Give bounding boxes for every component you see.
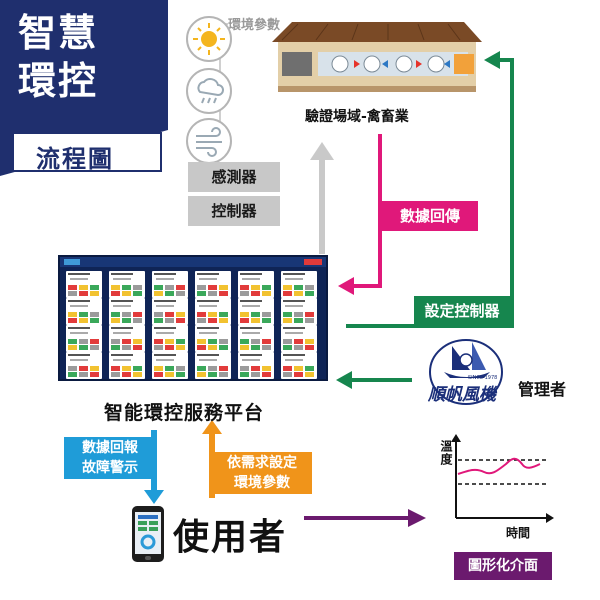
dashboard-panel <box>66 271 102 298</box>
chart-x-label: 時間 <box>506 526 531 540</box>
sensor-box: 感測器 <box>188 162 280 192</box>
dashboard-topbar <box>60 257 326 267</box>
dashboard-panel <box>195 271 231 298</box>
company-logo: 順帆風機 SINCE 1978 <box>422 336 512 408</box>
platform-label: 智能環控服務平台 <box>104 402 265 424</box>
wind-icon <box>186 118 232 164</box>
graphical-ui-label: 圖形化介面 <box>454 552 552 580</box>
dashboard-panel <box>152 298 188 325</box>
phone-home-button <box>145 556 151 560</box>
dashboard-panel <box>66 325 102 352</box>
dashboard-panel <box>66 352 102 379</box>
report-line-1: 數據回報 <box>82 440 138 456</box>
dashboard-panel <box>238 298 274 325</box>
dashboard-panel <box>195 325 231 352</box>
setting-line-2: 環境參數 <box>234 475 290 491</box>
subtitle-text: 流程圖 <box>36 145 114 173</box>
phone-screen <box>135 512 161 554</box>
gray-up-arrow <box>310 142 334 254</box>
dashboard-panel <box>109 325 145 352</box>
dashboard-chip-right <box>304 259 322 265</box>
dashboard-panel <box>281 298 317 325</box>
dashboard-panel <box>195 352 231 379</box>
dashboard-panel <box>281 325 317 352</box>
chart-y-label: 溫度 <box>439 440 453 466</box>
dashboard-panel <box>238 271 274 298</box>
green-control-arrow <box>346 51 514 328</box>
dashboard-panel <box>109 298 145 325</box>
dashboard-panel <box>152 271 188 298</box>
dashboard-panel <box>152 352 188 379</box>
logo-since-text: SINCE 1978 <box>468 375 498 381</box>
sun-icon <box>186 16 232 62</box>
title-line-1: 智慧 <box>18 11 99 55</box>
title-band: 智慧 環控 流程圖 <box>0 0 168 176</box>
phone-screen-graphic <box>138 515 158 550</box>
logo-emblem <box>429 339 503 405</box>
dashboard-panel <box>195 298 231 325</box>
green-manager-arrow <box>336 371 412 389</box>
user-label: 使用者 <box>173 517 288 558</box>
dashboard-panel <box>281 352 317 379</box>
set-controller-label: 設定控制器 <box>414 296 510 326</box>
graph-illustration <box>451 434 554 523</box>
controller-box: 控制器 <box>188 196 280 226</box>
smartphone-icon <box>132 506 164 562</box>
title-line-2: 環控 <box>18 59 99 103</box>
setting-label: 依需求設定 環境參數 <box>212 452 312 494</box>
dashboard-panel <box>281 271 317 298</box>
dashboard-panel <box>238 352 274 379</box>
report-line-2: 故障警示 <box>82 460 138 476</box>
dashboard-panel <box>66 298 102 325</box>
dashboard-chip-left <box>64 259 80 265</box>
logo-brand-text: 順帆風機 <box>428 385 496 405</box>
purple-ui-arrow <box>304 509 426 527</box>
farm-label: 驗證場域-禽畜業 <box>305 109 409 125</box>
data-return-label: 數據回傳 <box>382 201 478 231</box>
subtitle-box: 流程圖 <box>12 132 162 173</box>
magenta-return-arrow <box>338 134 382 295</box>
setting-line-1: 依需求設定 <box>227 455 297 471</box>
dashboard-panel <box>238 325 274 352</box>
rain-cloud-icon <box>186 68 232 114</box>
manager-label: 管理者 <box>518 380 567 399</box>
dashboard-panel <box>109 352 145 379</box>
report-label: 數據回報 故障警示 <box>64 437 156 479</box>
dashboard-panel <box>109 271 145 298</box>
environment-label: 環境參數 <box>228 18 281 33</box>
farm-building-illustration <box>272 22 482 92</box>
dashboard-screenshot <box>58 255 328 381</box>
dashboard-panel <box>152 325 188 352</box>
